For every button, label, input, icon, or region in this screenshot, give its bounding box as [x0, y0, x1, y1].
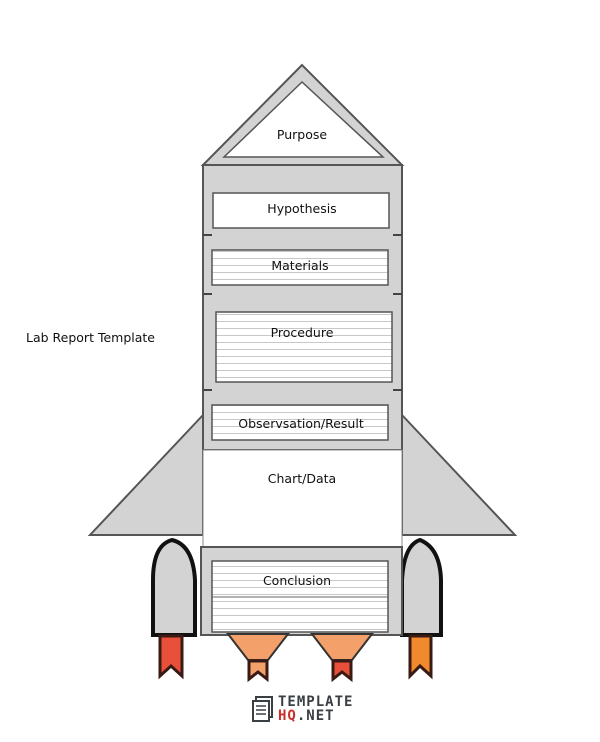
left-nozzle [225, 633, 291, 661]
right-fin [401, 412, 518, 536]
conclusion-label: Conclusion [263, 573, 331, 588]
left-nozzle-flame [247, 659, 269, 683]
procedure-label: Procedure [271, 325, 334, 340]
document-icon [252, 696, 273, 722]
left-booster-flame [158, 634, 184, 680]
materials-box [211, 249, 389, 286]
left-fin [87, 412, 204, 536]
purpose-box [222, 80, 385, 158]
chart-data-section [202, 449, 403, 548]
logo-hq: HQ [278, 708, 297, 724]
logo-net: .NET [296, 708, 335, 724]
observation-label: Observsation/Result [238, 416, 364, 431]
left-booster [151, 537, 197, 637]
right-booster [400, 537, 443, 637]
templatehq-logo: TEMPLATE HQ.NET [252, 695, 353, 723]
hypothesis-label: Hypothesis [267, 201, 336, 216]
materials-label: Materials [271, 258, 328, 273]
purpose-label: Purpose [277, 127, 327, 142]
chart-data-label: Chart/Data [268, 471, 336, 486]
page-title: Lab Report Template [26, 330, 155, 345]
observation-box [211, 404, 389, 441]
right-booster-flame [408, 634, 433, 680]
right-nozzle [309, 633, 375, 661]
right-nozzle-flame [331, 659, 353, 683]
hypothesis-box [212, 192, 390, 229]
procedure-box [215, 311, 393, 383]
logo-line1: TEMPLATE [278, 694, 354, 710]
